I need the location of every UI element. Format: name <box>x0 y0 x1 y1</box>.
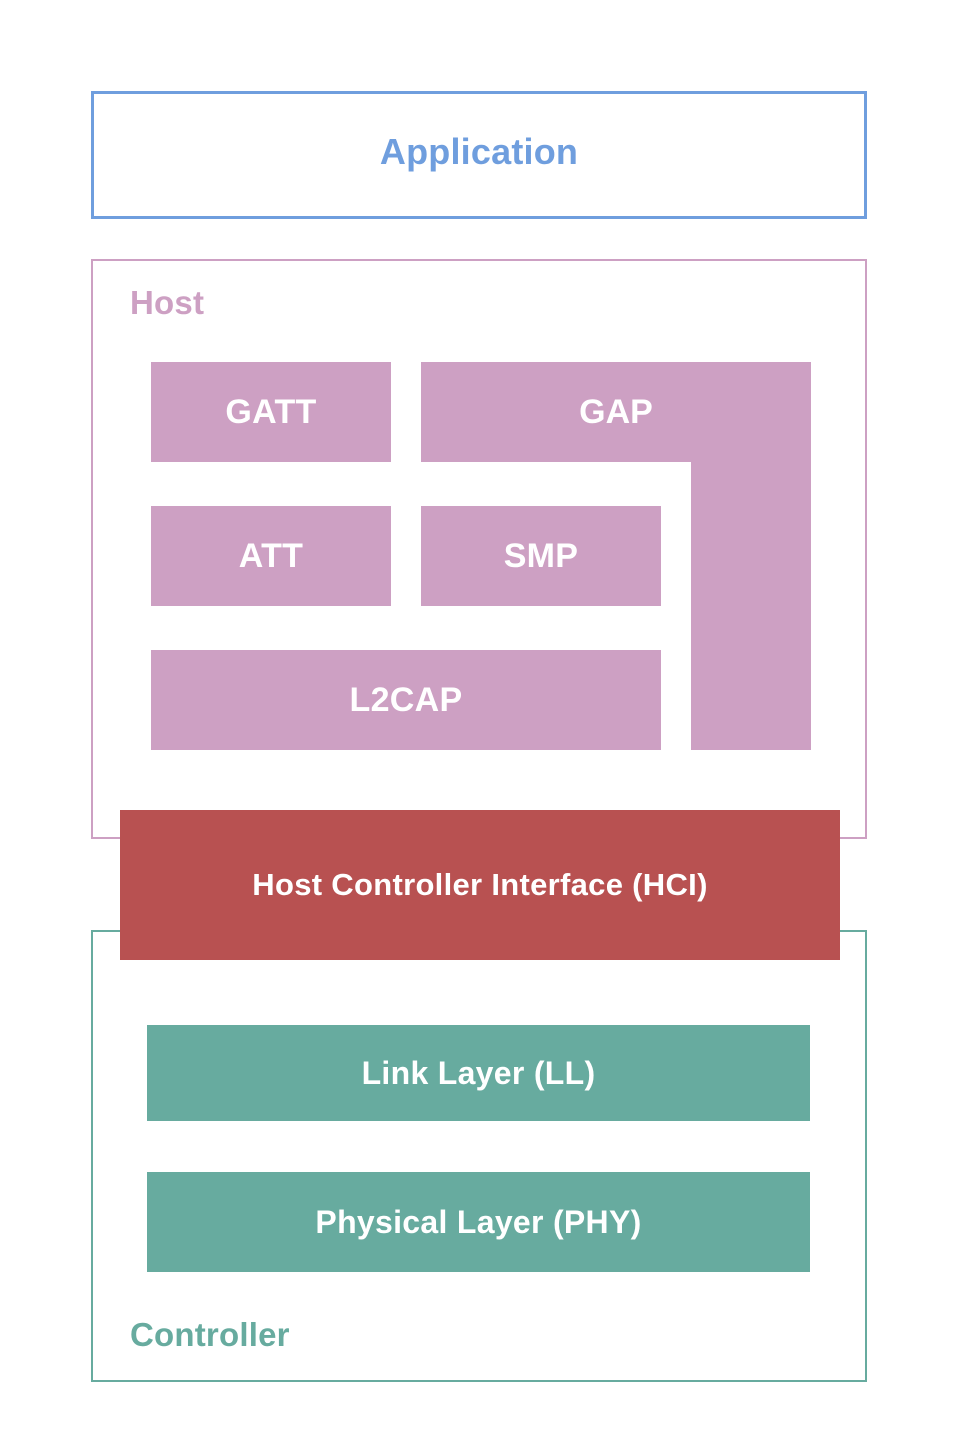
host-block-gap-side-column <box>691 452 811 750</box>
application-section-label: Application <box>379 131 579 172</box>
application-section-frame <box>91 91 867 219</box>
controller-block-link-layer: Link Layer (LL) <box>147 1025 810 1121</box>
host-block-gap-label: GAP <box>579 392 653 431</box>
host-section-label: Host <box>130 284 205 321</box>
host-block-l2cap: L2CAP <box>151 650 661 750</box>
host-block-att: ATT <box>151 506 391 606</box>
host-block-smp: SMP <box>421 506 661 606</box>
host-block-gap-top-bar <box>421 362 811 462</box>
hci-bar: Host Controller Interface (HCI) <box>120 810 840 960</box>
controller-block-physical-layer: Physical Layer (PHY) <box>147 1172 810 1272</box>
controller-section-frame <box>91 930 867 1382</box>
controller-section-label: Controller <box>130 1316 290 1353</box>
host-block-gatt: GATT <box>151 362 391 462</box>
